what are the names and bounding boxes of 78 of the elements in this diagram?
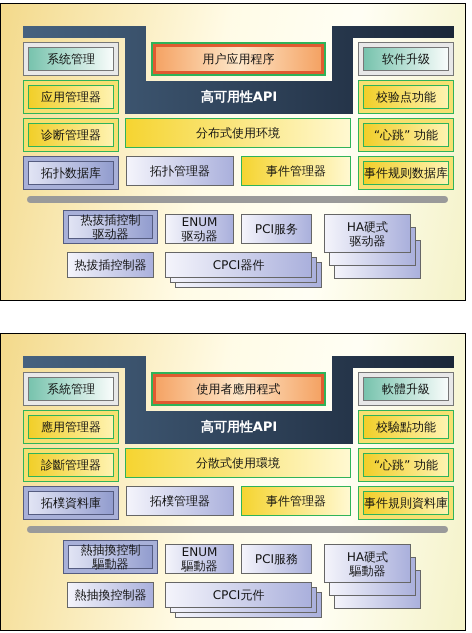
module-label: 分布式使用环境: [196, 126, 280, 140]
module-box: [358, 486, 454, 520]
module-label: 拓樸資料庫: [41, 496, 101, 510]
module-label: 热拔插控制器: [74, 258, 146, 272]
panel-background: [0, 3, 466, 301]
api-label: 高可用性API: [200, 418, 278, 438]
module-label: 拓扑数据库: [41, 166, 101, 180]
api-band: [23, 356, 454, 444]
module-label: HA硬式驱动器: [346, 220, 390, 248]
module-box: [125, 448, 351, 478]
module-label: 事件规则数据库: [364, 166, 448, 180]
module-label: 软件升级: [382, 52, 430, 66]
module-box: [358, 42, 454, 76]
module-label: 事件管理器: [266, 494, 326, 508]
stacked-module-box: [165, 252, 322, 288]
module-box: [358, 118, 454, 152]
module-label: 熱抽換控制器: [74, 588, 146, 602]
module-label: “心跳” 功能: [374, 128, 438, 142]
module-label: 校驗點功能: [376, 420, 436, 434]
stacked-module-box: [324, 214, 421, 279]
module-label: 热拔插控制驱动器: [80, 213, 142, 241]
application-box: [151, 42, 326, 76]
module-label: “心跳” 功能: [374, 458, 438, 472]
module-box: [23, 118, 119, 152]
module-box: [23, 410, 119, 444]
module-label: PCI服務: [254, 552, 298, 566]
module-box: [241, 156, 351, 186]
module-label: 應用管理器: [41, 420, 101, 434]
module-label: ENUM驱动器: [180, 215, 218, 243]
module-box: [63, 210, 158, 244]
module-box: [23, 372, 119, 406]
module-box: [358, 448, 454, 482]
module-label: HA硬式驅動器: [346, 550, 390, 578]
module-box: [241, 544, 312, 574]
module-label: 系統管理: [47, 382, 95, 396]
module-box: [358, 410, 454, 444]
module-label: 事件管理器: [266, 164, 326, 178]
module-label: 系统管理: [47, 52, 95, 66]
module-label: 校验点功能: [376, 90, 436, 104]
module-label: 分散式使用環境: [196, 456, 280, 470]
module-box: [126, 486, 234, 516]
module-box: [241, 486, 351, 516]
module-box: [358, 80, 454, 114]
module-label: 軟體升級: [382, 382, 430, 396]
api-band: [23, 26, 454, 114]
module-label: 事件規則資料庫: [364, 496, 448, 510]
module-label: 应用管理器: [41, 90, 101, 104]
module-box: [23, 42, 119, 76]
module-box: [23, 156, 119, 190]
module-box: [241, 214, 312, 244]
module-label: 拓樸管理器: [150, 494, 210, 508]
module-label: 診斷管理器: [41, 458, 101, 472]
stacked-module-box: [324, 544, 421, 609]
module-box: [358, 156, 454, 190]
module-box: [23, 80, 119, 114]
panel-background: [0, 333, 466, 631]
module-box: [125, 118, 351, 148]
module-box: [67, 252, 154, 278]
module-box: [67, 582, 154, 608]
module-box: [23, 448, 119, 482]
module-label: PCI服务: [254, 222, 298, 236]
module-box: [165, 214, 234, 244]
module-box: [126, 156, 234, 186]
module-box: [165, 544, 234, 574]
module-box: [358, 372, 454, 406]
module-label: 使用者應用程式: [196, 382, 280, 396]
module-label: CPCI器件: [212, 258, 264, 272]
module-label: 拓扑管理器: [150, 164, 210, 178]
module-label: 用户应用程序: [202, 52, 274, 66]
module-label: ENUM驅動器: [180, 545, 218, 573]
stacked-module-box: [165, 582, 322, 618]
module-label: 熱抽換控制驅動器: [80, 543, 142, 571]
module-label: CPCI元件: [212, 588, 264, 602]
api-label: 高可用性API: [200, 88, 278, 108]
module-box: [23, 486, 119, 520]
application-box: [151, 372, 326, 406]
module-label: 诊断管理器: [41, 128, 101, 142]
module-box: [63, 540, 158, 574]
